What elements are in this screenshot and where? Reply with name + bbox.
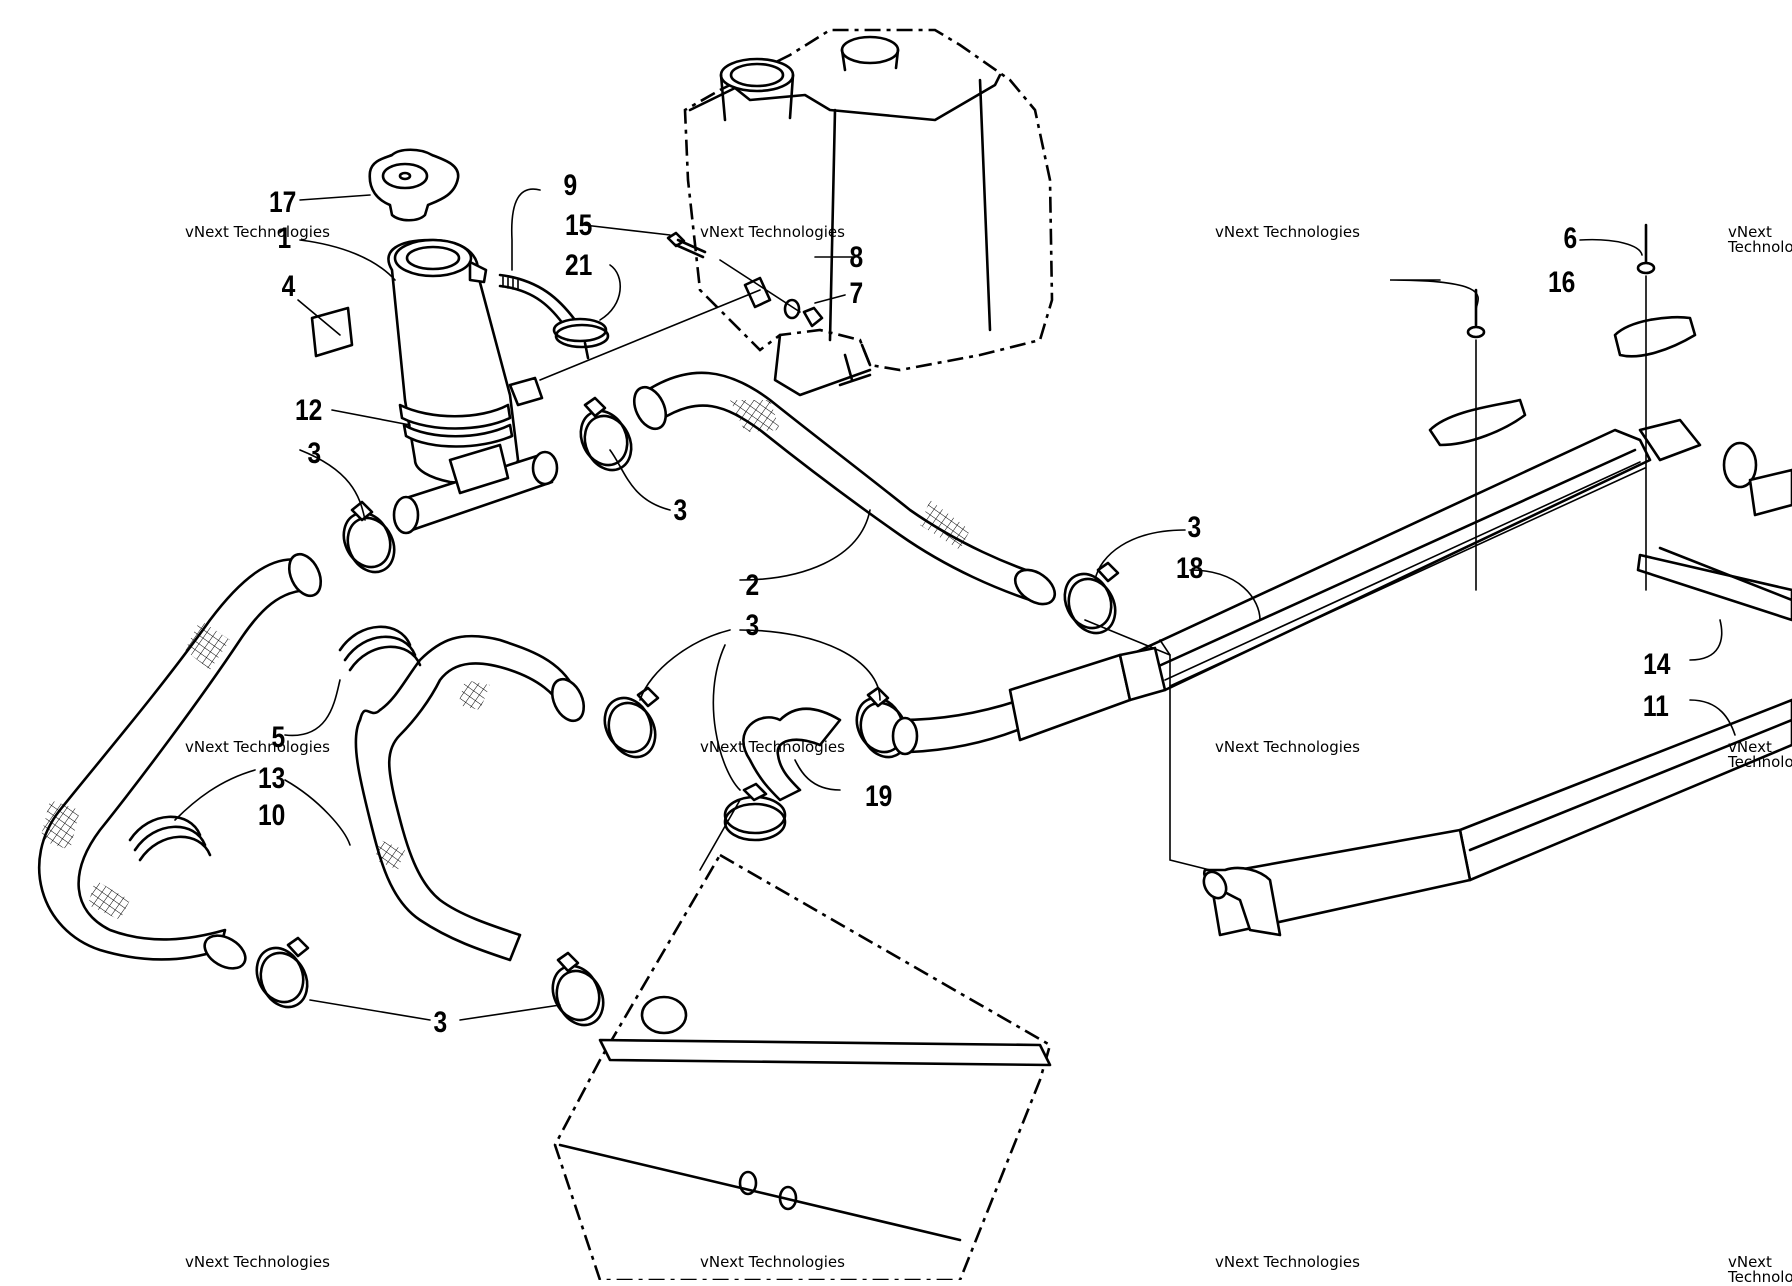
clamp-3 [551,951,605,1027]
callout-16: 16 [1548,265,1575,299]
callout-9: 9 [564,168,578,202]
callout-15: 15 [565,208,592,242]
callout-21: 21 [565,248,592,282]
hose-2 [632,371,1057,606]
coolant-tank [683,28,1054,397]
callout-4: 4 [282,269,296,303]
clamp-3 [255,936,310,1009]
callout-1: 1 [278,221,292,255]
clip-13 [338,625,422,672]
bolt-15 [666,231,707,259]
reservoir-bottle [387,238,544,484]
callout-14: 14 [1643,647,1671,681]
heat-exchanger-18 [1008,428,1652,742]
clamp-3 [1063,561,1120,635]
callout-2: 2 [746,568,760,602]
callout-10: 10 [258,798,285,832]
rivet-6 [1613,223,1697,591]
bracket-and-washer [539,259,824,381]
cooler-inlet-hose [891,698,1032,756]
callout-3d: 3 [1188,510,1202,544]
outlet-elbow [1202,866,1282,937]
callout-6: 6 [1564,221,1578,255]
upper-right-elbow [1638,418,1792,517]
hose-19 [742,707,842,802]
callout-17: 17 [269,185,296,219]
leader-lines [174,188,1736,1021]
callout-5: 5 [272,720,286,754]
clamp-21 [552,317,610,360]
heat-exchanger-11 [1208,698,1792,937]
callout-13: 13 [258,761,285,795]
callout-3b: 3 [674,493,688,527]
callout-19: 19 [865,779,892,813]
tee-fitting [392,443,559,535]
reservoir-cap [368,148,460,222]
radiator-panel [553,853,1052,1282]
clamp-3 [579,396,633,472]
clamp-3 [342,500,396,574]
heat-exchanger-14 [1636,546,1792,622]
callout-11: 11 [1643,689,1669,723]
clamp-3 [723,782,787,842]
hose-10 [354,634,586,962]
callout-8: 8 [850,240,864,274]
clamp-3 [603,686,660,759]
callout-3a: 3 [308,436,322,470]
callout-labels: 17 1 4 12 3 3 9 15 21 8 7 2 3 3 18 6 16 … [258,168,1671,1039]
decal [310,306,354,358]
callout-18: 18 [1176,551,1203,585]
callout-12: 12 [295,393,322,427]
clip-13 [128,815,212,862]
hose-5 [37,552,323,970]
callout-3e: 3 [434,1005,448,1039]
callout-7: 7 [850,276,864,310]
callout-3c: 3 [746,608,760,642]
